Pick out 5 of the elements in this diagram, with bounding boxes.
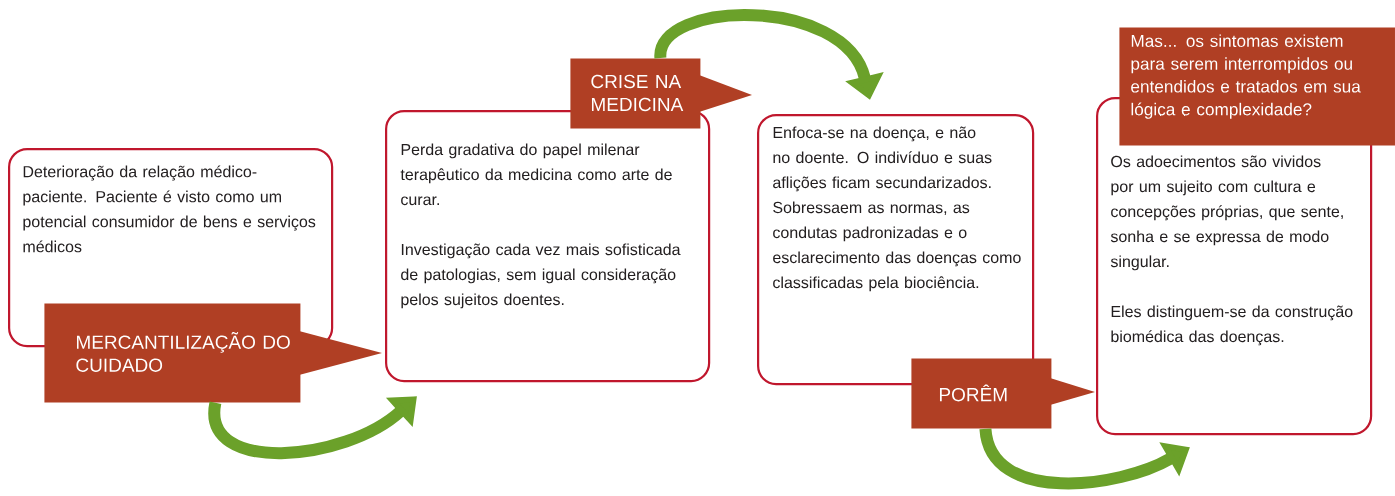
banner: CRISE NA MEDICINA — [570, 58, 752, 129]
banner: MERCANTILIZAÇÃO DO CUIDADO — [44, 303, 382, 403]
banner: Mas... os sintomas existem para serem interrompidos ou entendidos e tratados em sua lógica e complexidade? — [1119, 27, 1395, 146]
banner: PORÊM — [911, 358, 1095, 429]
text-box: Perda gradativa do papel milenar terapêutico da medicina como arte de curar. Investigação cada vez mais sofisticada de patologias, sem igual consideração pelos sujeitos doentes. — [385, 110, 711, 383]
